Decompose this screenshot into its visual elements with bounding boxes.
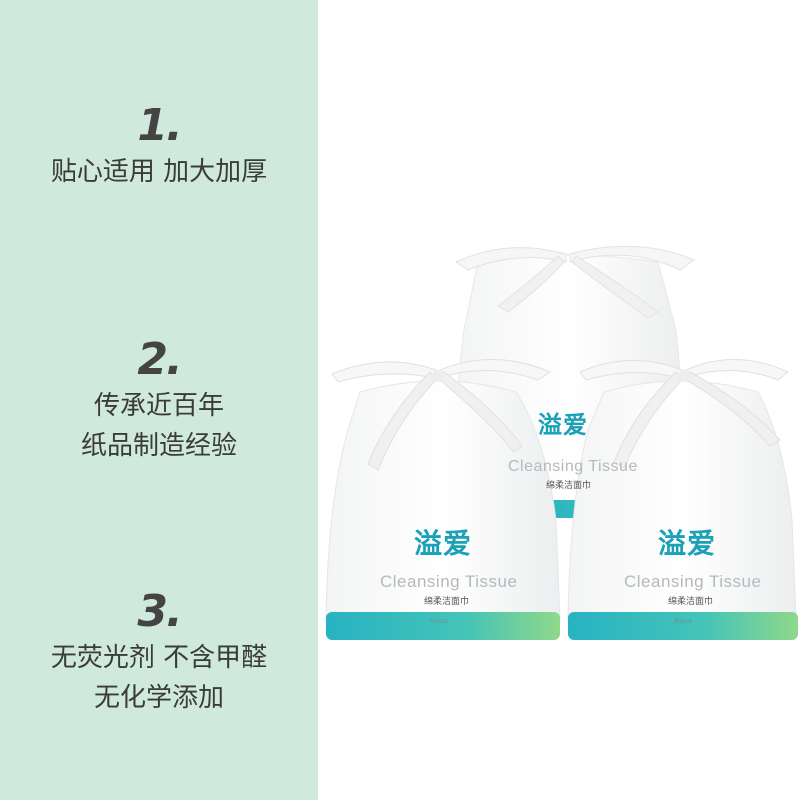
feature-2: 2. 传承近百年 纸品制造经验 [0, 334, 318, 466]
feature-panel: 1. 贴心适用 加大加厚 2. 传承近百年 纸品制造经验 3. 无荧光剂 不含甲… [0, 0, 318, 800]
product-subtitle: 绵柔洁面巾 [546, 481, 592, 491]
feature-3: 3. 无荧光剂 不含甲醛 无化学添加 [0, 586, 318, 718]
product-name: Cleansing Tissue [380, 572, 518, 591]
feature-number: 3. [137, 586, 182, 637]
tissue-bag-left [325, 359, 561, 640]
feature-number: 2. [137, 334, 182, 385]
product-count: 80pcs [430, 618, 448, 625]
product-count: 80pcs [674, 618, 692, 625]
product-name: Cleansing Tissue [508, 458, 638, 475]
feature-text: 无化学添加 [93, 683, 224, 713]
tissue-bag-right [567, 359, 798, 640]
feature-text: 传承近百年 [93, 391, 224, 421]
brand-logo: 溢爱 [414, 527, 473, 560]
product-image: 溢爱 Cleansing Tissue 绵柔洁面巾 溢爱 Cleansing T… [318, 0, 800, 800]
feature-text: 纸品制造经验 [80, 431, 237, 461]
feature-text: 无荧光剂 不含甲醛 [50, 643, 268, 673]
product-name: Cleansing Tissue [624, 572, 762, 591]
feature-1: 1. 贴心适用 加大加厚 [0, 100, 318, 192]
tissue-bags-illustration [325, 245, 798, 640]
product-subtitle: 绵柔洁面巾 [424, 597, 470, 607]
product-subtitle: 绵柔洁面巾 [668, 597, 714, 607]
brand-logo: 溢爱 [658, 527, 717, 560]
feature-number: 1. [137, 100, 182, 151]
brand-logo: 溢爱 [538, 411, 588, 439]
feature-text: 贴心适用 加大加厚 [50, 157, 268, 187]
